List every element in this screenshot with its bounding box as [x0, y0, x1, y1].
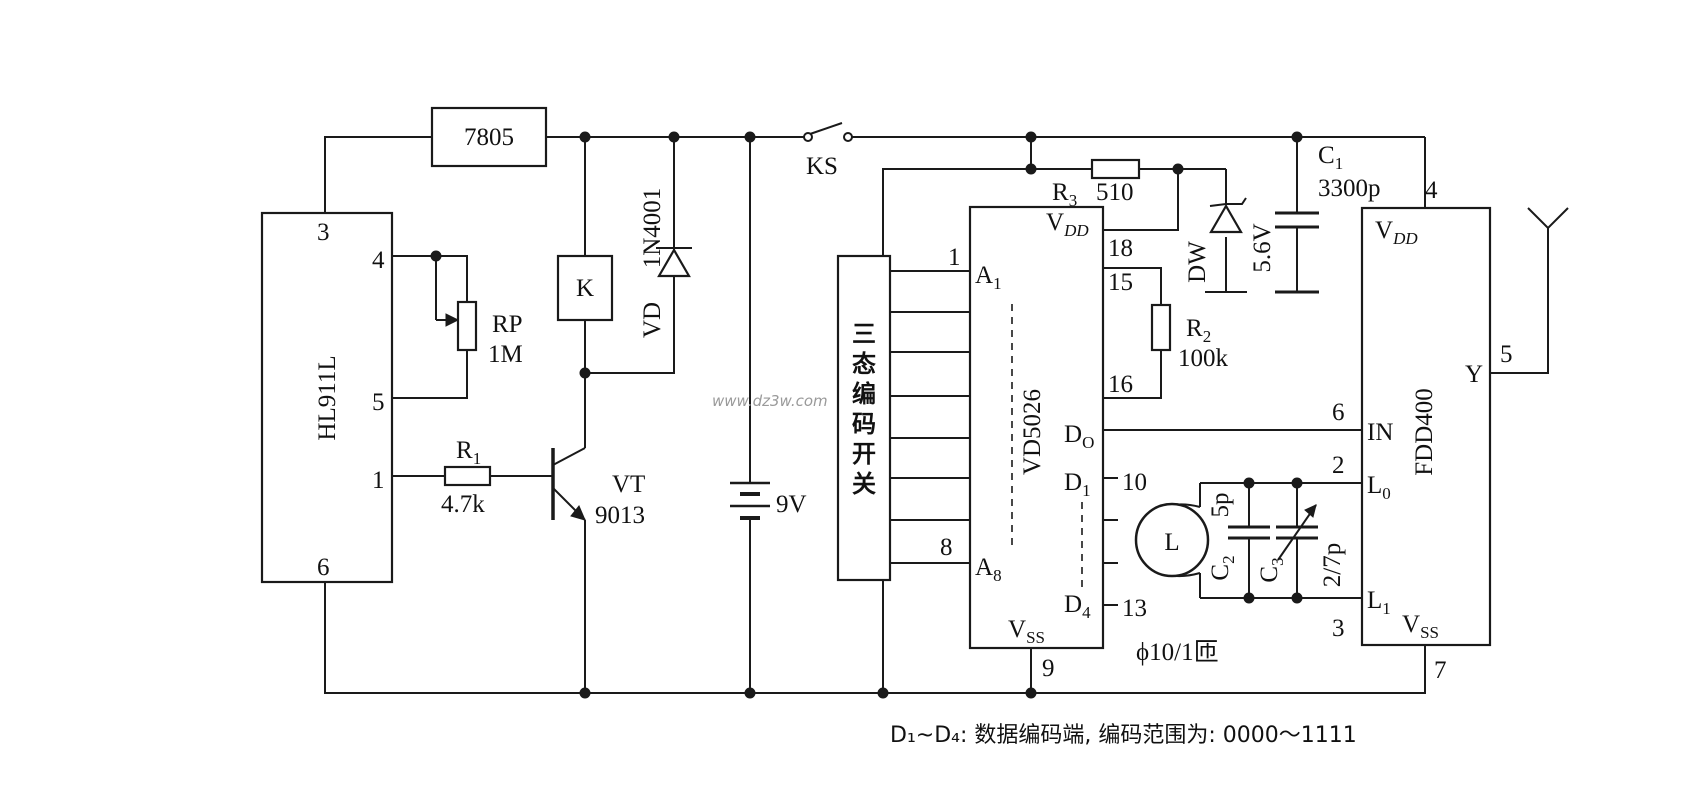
diode-vd: 1N4001 VD	[639, 188, 692, 338]
vd5026-pin10: 10	[1122, 469, 1147, 496]
hl911l-pin3: 3	[317, 219, 330, 246]
potentiometer-rp: RP 1M	[445, 300, 523, 368]
fdd400-pin5: 5	[1500, 341, 1513, 368]
switch-label: KS	[806, 153, 838, 180]
fdd400-pin4: 4	[1425, 177, 1438, 204]
hl911l-pin4: 4	[372, 247, 385, 274]
vd5026-pin8: 8	[940, 534, 953, 561]
r2-value: 100k	[1178, 345, 1229, 372]
wiring	[324, 136, 1549, 694]
zener-value: 5.6V	[1249, 223, 1276, 272]
fdd400-pin2: 2	[1332, 452, 1345, 479]
vd5026-d1: D1	[1064, 469, 1091, 500]
r1-value: 4.7k	[441, 491, 485, 518]
vd5026-do: DO	[1064, 421, 1094, 452]
rp-value: 1M	[488, 341, 523, 368]
watermark: www.dz3w.com	[712, 392, 828, 410]
fdd400-pin6: 6	[1332, 399, 1345, 426]
vt-ref: VT	[612, 471, 645, 498]
rp-ref: RP	[492, 311, 523, 338]
vd5026-pin1: 1	[948, 244, 961, 271]
encoder-char-1: 三	[852, 320, 876, 348]
r1-ref: R1	[456, 437, 481, 468]
hl911l-pin1: 1	[372, 467, 385, 494]
coil-l: L ϕ10/1匝	[1134, 502, 1219, 666]
fdd400-l0: L0	[1367, 472, 1391, 503]
resistor-r1: R1 4.7k	[441, 437, 492, 518]
capacitor-c3: C3 2/7p	[1256, 504, 1346, 587]
vd5026-a8: A8	[975, 554, 1002, 585]
fdd400-l1: L1	[1367, 587, 1391, 618]
encoder-char-3: 编	[852, 380, 876, 408]
ic-fdd400: FDD400 VDD 4 Y 5 IN 6 L0 2 L1 3 VSS 7	[1332, 177, 1513, 684]
vd5026-pin15: 15	[1108, 269, 1133, 296]
r3-value: 510	[1096, 179, 1134, 206]
encoder-char-6: 关	[852, 470, 876, 498]
regulator-7805: 7805	[430, 106, 548, 168]
c2-ref: C2	[1207, 555, 1238, 580]
vd5026-vss: VSS	[1008, 616, 1045, 647]
vd5026-d4: D4	[1064, 591, 1091, 622]
vd5026-pin9: 9	[1042, 655, 1055, 682]
fdd400-pin7: 7	[1434, 657, 1447, 684]
diode-vd-ref: VD	[639, 302, 666, 338]
c1-value: 3300p	[1318, 175, 1381, 202]
vd5026-a1: A1	[975, 262, 1002, 293]
zener-dw: DW 5.6V	[1184, 197, 1276, 283]
relay-label: K	[576, 275, 594, 302]
capacitor-c1: C1 3300p	[1275, 142, 1381, 294]
resistor-r2: R2 100k	[1150, 303, 1229, 372]
fdd400-vdd: VDD	[1375, 217, 1418, 248]
fdd400-y: Y	[1465, 361, 1483, 388]
fdd400-in: IN	[1367, 419, 1393, 446]
r3-ref: R3	[1052, 179, 1077, 210]
fdd400-pin3: 3	[1332, 615, 1345, 642]
vd5026-pin13: 13	[1122, 595, 1147, 622]
diode-vd-part: 1N4001	[639, 188, 666, 269]
capacitor-c2: 5p C2	[1207, 493, 1270, 581]
resistor-r3: R3 510	[1052, 158, 1141, 210]
coil-spec: ϕ10/1匝	[1136, 639, 1219, 666]
junction-dots	[430, 131, 1303, 699]
r2-ref: R2	[1186, 315, 1211, 346]
ic-hl911l: HL911L 3 4 5 1 6	[260, 211, 394, 584]
vd5026-pin18: 18	[1108, 235, 1133, 262]
c1-ref: C1	[1318, 142, 1343, 173]
encoder-char-2: 态	[852, 350, 876, 378]
coil-ref: L	[1164, 529, 1179, 556]
encoder-char-4: 码	[852, 410, 876, 438]
battery-value: 9V	[776, 491, 807, 518]
ic-vd5026-label: VD5026	[1019, 389, 1046, 475]
encoder-char-5: 开	[852, 440, 876, 468]
ic-vd5026: VD5026 1 A1 8 A8 VDD 18 15 16 DO D1 10 D…	[940, 205, 1147, 682]
c3-ref: C3	[1256, 557, 1287, 582]
c2-value: 5p	[1207, 493, 1234, 518]
relay-k: K	[556, 254, 614, 322]
hl911l-pin6: 6	[317, 554, 330, 581]
switch-ks: KS	[803, 122, 853, 180]
transistor-vt: VT 9013	[551, 447, 645, 529]
tri-state-encoder-switch: 三 态 编 码 开 关	[836, 254, 892, 582]
footnote: D₁~D₄: 数据编码端, 编码范围为: 0000～1111	[890, 723, 1357, 748]
vt-part: 9013	[595, 502, 645, 529]
vd5026-pin16: 16	[1108, 371, 1133, 398]
zener-ref: DW	[1184, 241, 1211, 283]
antenna-icon	[1527, 207, 1569, 230]
battery-9v: 9V	[730, 481, 807, 520]
ic-fdd400-label: FDD400	[1411, 388, 1438, 476]
vd5026-vdd: VDD	[1046, 209, 1089, 240]
regulator-label: 7805	[464, 124, 514, 151]
fdd400-vss: VSS	[1402, 611, 1439, 642]
hl911l-pin5: 5	[372, 389, 385, 416]
ic-hl911l-label: HL911L	[314, 355, 341, 440]
c3-value: 2/7p	[1319, 543, 1346, 587]
